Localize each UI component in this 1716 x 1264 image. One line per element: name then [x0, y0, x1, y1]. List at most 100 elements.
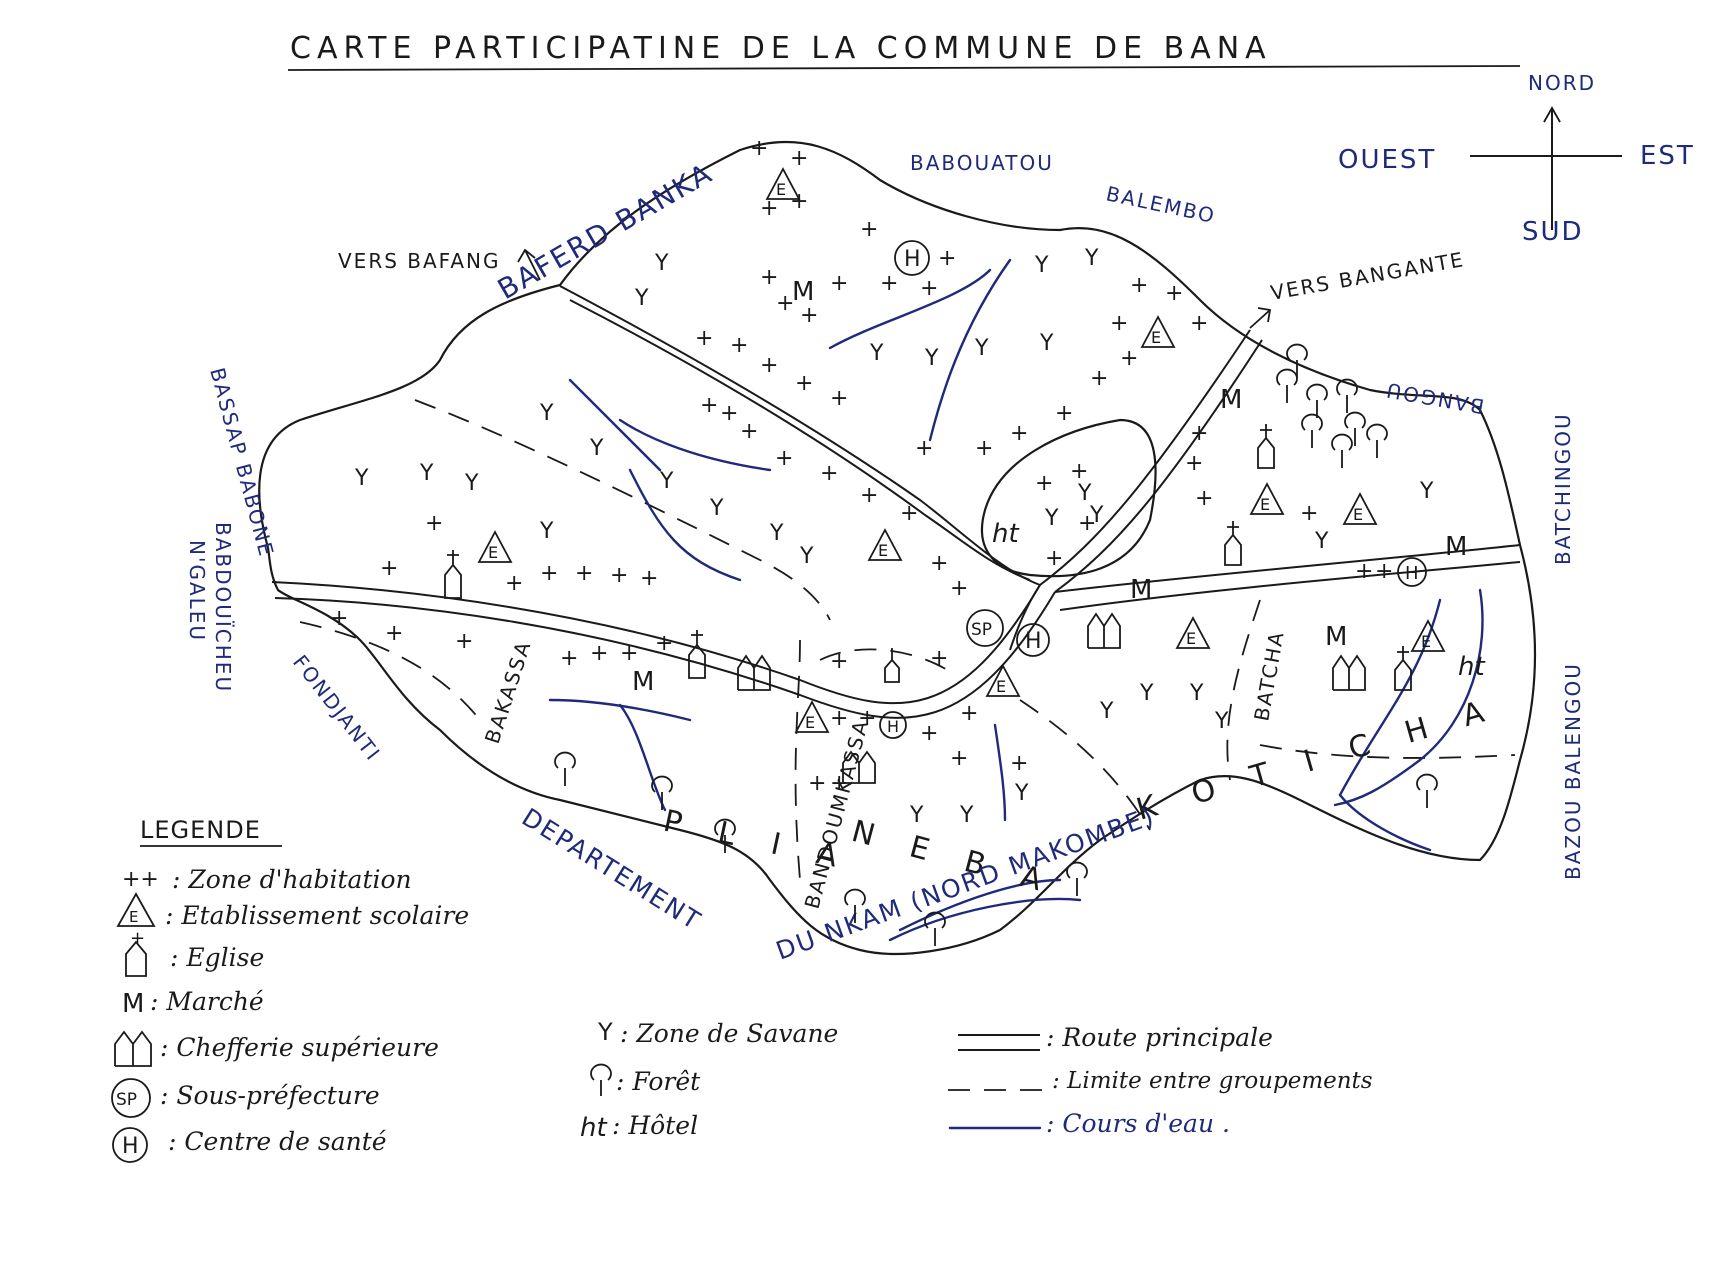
hotel-markers: ht ht [992, 519, 1485, 682]
chefferie-markers [737, 612, 1366, 784]
svg-text:Y: Y [799, 544, 814, 569]
svg-text:+: + [1300, 501, 1318, 526]
label-vers-bafang: VERS BAFANG [338, 249, 500, 273]
commune-boundary [258, 140, 1537, 955]
svg-text:Y: Y [1084, 246, 1099, 271]
school-icon: E [867, 528, 903, 561]
svg-text:Y: Y [419, 461, 434, 486]
label-batchingou: BATCHINGOU [1551, 412, 1575, 565]
label-fondjanti: FONDJANTI [288, 650, 386, 766]
tree-icon [1366, 423, 1388, 458]
svg-text:+: + [750, 136, 768, 161]
svg-text:Y: Y [354, 466, 369, 491]
tree-icon [554, 751, 576, 786]
svg-text:+: + [920, 276, 938, 301]
svg-text:+: + [700, 393, 718, 418]
title-underline [287, 65, 1521, 71]
svg-text:Y: Y [1099, 699, 1114, 724]
forest-markers [554, 343, 1438, 946]
svg-text:+: + [975, 436, 993, 461]
svg-text:SP: SP [971, 620, 992, 640]
label-bandoumkassa: BANDOUMKASSA [800, 716, 874, 911]
svg-text:Y: Y [539, 401, 554, 426]
svg-text:E: E [1151, 328, 1161, 347]
health-center-icon: H [894, 240, 930, 276]
svg-text:H: H [1405, 563, 1419, 584]
svg-text:+: + [620, 641, 638, 666]
svg-text:: Forêt: : Forêt [616, 1067, 701, 1096]
svg-text:H: H [1025, 629, 1042, 654]
svg-text:Y: Y [909, 803, 924, 828]
svg-text:: Etablissement scolaire: : Etablissement scolaire [165, 901, 469, 930]
svg-text:Y: Y [869, 341, 884, 366]
svg-text:Y: Y [1034, 253, 1049, 278]
tree-icon [1306, 383, 1328, 418]
school-icon: E [1140, 315, 1176, 348]
label-babouatou: BABOUATOU [910, 151, 1054, 175]
tree-icon [1336, 378, 1358, 413]
svg-text:+: + [740, 419, 758, 444]
svg-text:+: + [590, 641, 608, 666]
svg-text:Y: Y [1014, 781, 1029, 806]
svg-text:+: + [1110, 311, 1128, 336]
svg-text:ht: ht [1458, 652, 1485, 682]
svg-text:E: E [1353, 505, 1363, 524]
svg-text:+: + [455, 629, 473, 654]
svg-text:Y: Y [1214, 709, 1229, 734]
svg-text:+: + [720, 401, 738, 426]
svg-text:Y: Y [1314, 529, 1329, 554]
legend-item-school: E : Etablissement scolaire [116, 892, 469, 930]
svg-text:: Zone d'habitation: : Zone d'habitation [172, 865, 412, 894]
school-icon: E [1342, 492, 1378, 525]
legend-item-hotel: ht : Hôtel [580, 1111, 698, 1143]
church-icon [1257, 424, 1275, 469]
svg-text:+: + [1120, 346, 1138, 371]
school-icon: E [765, 167, 801, 200]
svg-text:+: + [505, 571, 523, 596]
svg-text:+: + [1055, 401, 1073, 426]
svg-text:+: + [760, 196, 778, 221]
svg-text:+: + [915, 436, 933, 461]
svg-text:M: M [122, 989, 144, 1019]
svg-text:: Route principale: : Route principale [1046, 1023, 1273, 1052]
school-icon: E [1410, 619, 1446, 652]
habitation-markers: ++ ++ ++ ++ ++ ++ ++ ++ ++ ++ ++ ++ ++ +… [330, 136, 1393, 796]
tree-icon [844, 888, 866, 923]
svg-text:+: + [1010, 421, 1028, 446]
svg-text:+: + [950, 746, 968, 771]
svg-text:+: + [695, 326, 713, 351]
svg-text:: Chefferie supérieure: : Chefferie supérieure [160, 1033, 439, 1062]
tree-icon [1416, 773, 1438, 808]
svg-text:+: + [610, 563, 628, 588]
legend-item-forest: : Forêt [590, 1063, 701, 1096]
svg-text:+: + [760, 265, 778, 290]
school-markers: E E E E E E E E E E [477, 167, 1446, 733]
market-markers: M M M M M M [632, 277, 1467, 697]
svg-text:Y: Y [464, 471, 479, 496]
svg-text:+: + [790, 146, 808, 171]
svg-text:: Centre de santé: : Centre de santé [168, 1127, 387, 1156]
svg-text:: Limite entre groupements: : Limite entre groupements [1052, 1068, 1373, 1094]
svg-text:+: + [130, 928, 145, 949]
svg-text:E: E [488, 543, 498, 562]
svg-text:Y: Y [1077, 481, 1092, 506]
svg-text:+: + [1090, 366, 1108, 391]
svg-text:Y: Y [1089, 503, 1104, 528]
svg-text:M: M [1130, 575, 1152, 605]
svg-text:Y: Y [539, 519, 554, 544]
subprefecture-icon: SP [966, 609, 1004, 647]
svg-text:E: E [996, 677, 1006, 696]
svg-text:Y: Y [634, 286, 649, 311]
tree-icon [1066, 861, 1088, 896]
svg-text:E: E [1260, 495, 1270, 514]
map-title: CARTE PARTICIPATINE DE LA COMMUNE DE BAN… [290, 31, 1272, 66]
svg-text:+: + [1355, 559, 1373, 584]
arrow-vers-bangante [1249, 307, 1272, 329]
tree-icon [1344, 411, 1366, 446]
svg-text:+: + [830, 271, 848, 296]
svg-text:Y: Y [974, 336, 989, 361]
compass: NORD SUD EST OUEST [1338, 71, 1693, 247]
svg-text:Y: Y [597, 1018, 613, 1046]
svg-text:+: + [1130, 273, 1148, 298]
